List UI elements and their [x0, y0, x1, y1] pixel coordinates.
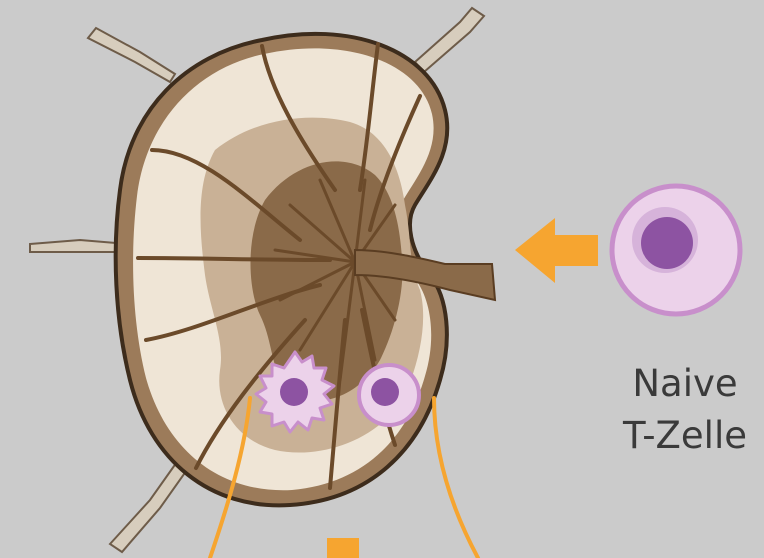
label-line-2: T-Zelle — [600, 410, 764, 462]
vessel-stub-top-right — [415, 8, 484, 72]
naive-t-cell-icon — [612, 186, 740, 314]
arrow-down-icon — [327, 538, 359, 558]
label-line-1: Naive — [600, 358, 764, 410]
vessel-stub-left — [30, 240, 128, 252]
naive-t-cell-label: Naive T-Zelle — [600, 358, 764, 462]
vessel-stub-top-left — [88, 28, 175, 82]
t-cell-icon — [359, 365, 419, 425]
arrow-left-icon — [515, 218, 598, 283]
